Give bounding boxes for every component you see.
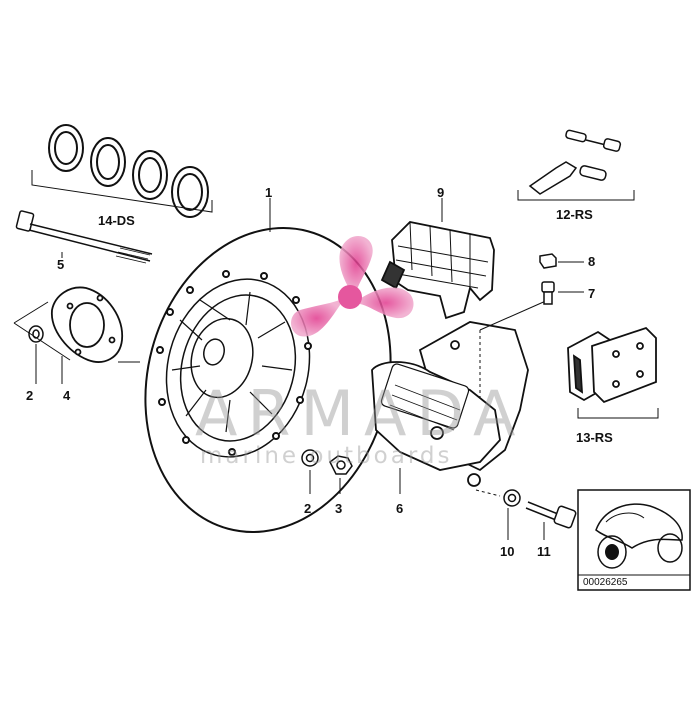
- seal-kit[interactable]: [48, 124, 209, 218]
- label-bolt: 5: [57, 257, 65, 272]
- label-washer-middle: 2: [304, 501, 312, 516]
- doc-number: 00026265: [583, 577, 628, 588]
- washer-middle[interactable]: [301, 449, 319, 467]
- label-pad-spring: 9: [437, 185, 445, 200]
- mount-bolt[interactable]: [525, 501, 577, 529]
- label-pin-kit: 12-RS: [556, 207, 593, 222]
- washer-10[interactable]: [503, 489, 521, 507]
- label-pad-kit: 13-RS: [576, 430, 613, 445]
- pad-kit[interactable]: [567, 326, 657, 404]
- label-bleed-valve: 7: [588, 286, 596, 301]
- label-washer: 2: [26, 388, 34, 403]
- cap[interactable]: [539, 253, 557, 269]
- label-nut: 3: [335, 501, 343, 516]
- bleed-valve[interactable]: [541, 281, 555, 305]
- pin-kit[interactable]: [528, 129, 622, 195]
- label-disc: 1: [265, 185, 273, 200]
- bolt[interactable]: [15, 210, 153, 264]
- motorcycle-thumbnail[interactable]: [577, 489, 691, 591]
- label-cap: 8: [588, 254, 596, 269]
- pad-spring[interactable]: [380, 221, 495, 320]
- watermark-logo: [291, 236, 414, 337]
- label-mount-bolt: 11: [537, 544, 551, 559]
- label-adapter: 4: [63, 388, 71, 403]
- label-caliper: 6: [396, 501, 404, 516]
- caliper[interactable]: [371, 321, 529, 487]
- adapter[interactable]: [51, 286, 123, 363]
- watermark-subtitle: marine outboards: [200, 443, 453, 469]
- nut[interactable]: [329, 455, 353, 475]
- label-washer-10: 10: [500, 544, 515, 559]
- watermark-title: ARMADA: [195, 377, 526, 450]
- label-seal-kit: 14-DS: [98, 213, 135, 228]
